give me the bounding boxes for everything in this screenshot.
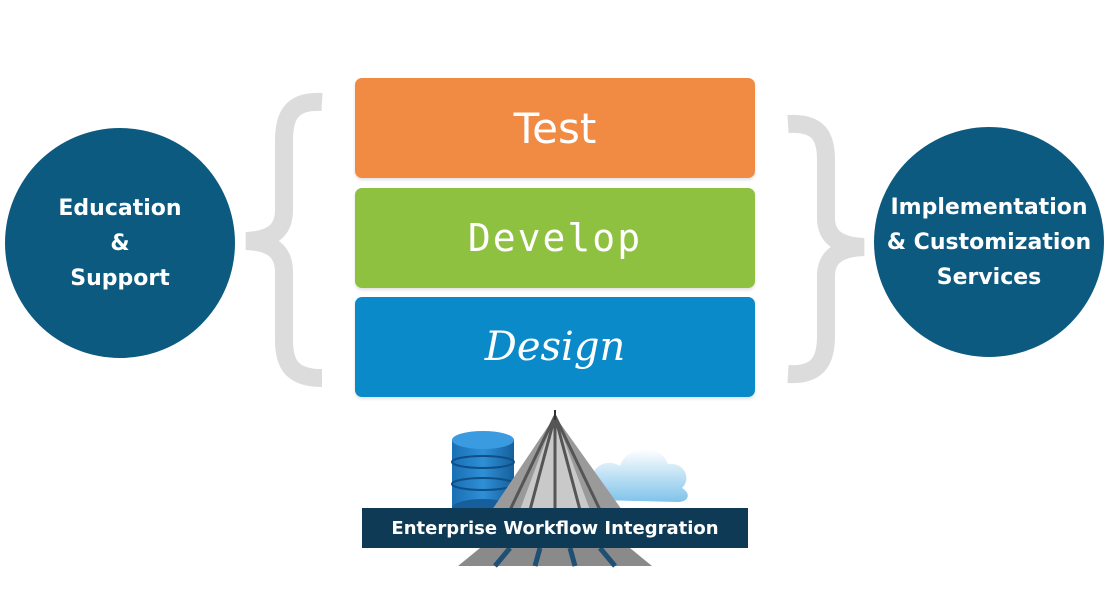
ampersand-label: & — [110, 230, 130, 256]
design-bar: Design — [355, 297, 755, 397]
education-label: Education — [58, 195, 182, 221]
develop-label: Develop — [467, 216, 643, 260]
implementation-services-circle: Implementation & Customization Services — [874, 127, 1104, 357]
services-label: Services — [936, 264, 1042, 290]
test-label: Test — [513, 103, 597, 153]
customization-label: & Customization — [886, 229, 1092, 255]
design-label: Design — [484, 324, 626, 370]
right-brace — [787, 114, 865, 384]
banner-label: Enterprise Workflow Integration — [391, 517, 719, 539]
test-bar: Test — [355, 78, 755, 178]
support-label: Support — [70, 265, 170, 291]
left-brace — [245, 92, 323, 387]
enterprise-workflow-banner: Enterprise Workflow Integration — [362, 508, 748, 548]
cloud-icon — [586, 449, 688, 502]
road-graphic — [458, 546, 652, 568]
implementation-label: Implementation — [890, 194, 1088, 220]
building-icon — [492, 410, 622, 511]
education-support-circle: Education & Support — [5, 128, 235, 358]
develop-bar: Develop — [355, 188, 755, 288]
